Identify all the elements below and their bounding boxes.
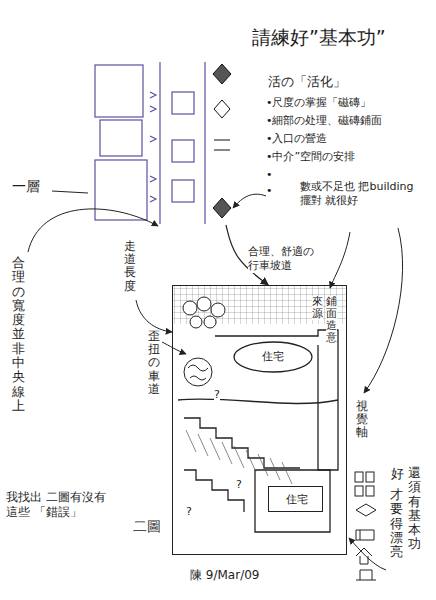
note: 陳 9/Mar/09: [190, 568, 259, 583]
vertical-note: 鋪面造意: [326, 296, 337, 344]
sketch-stroke: [184, 418, 300, 468]
sketch-stroke: [150, 92, 156, 202]
sketch-stroke: [186, 430, 292, 484]
sketch-stroke: [172, 140, 194, 162]
sketch-stroke: [349, 538, 386, 570]
sketch-stroke: [186, 430, 196, 452]
sketch-stroke: [183, 301, 197, 315]
sketch-stroke: [213, 64, 231, 218]
vertical-note: 才要得漂亮: [390, 488, 403, 559]
sketch-stroke: [198, 434, 208, 456]
sketch-stroke: [330, 232, 350, 288]
note: •細部の处理、磁磚鋪面: [266, 114, 383, 128]
sketch-stroke: [95, 65, 143, 117]
note: •尺度の掌握「磁磚」: [266, 96, 372, 110]
plan-region: 一層: [90, 60, 250, 225]
sketch-stroke: [190, 316, 202, 328]
oval-outline: [234, 342, 312, 372]
sketch-stroke: [213, 64, 231, 84]
vertical-note: 合理の寬度並非中央線上: [12, 256, 25, 413]
sketch-stroke: [355, 486, 363, 496]
note: ?: [236, 478, 242, 492]
sketch-stroke: [184, 470, 244, 512]
sketch-stroke: [211, 303, 225, 317]
sketch-stroke: [28, 194, 403, 570]
sketch-stroke: [95, 160, 147, 220]
sketch-stroke: [214, 100, 230, 118]
node-label: 二圖: [133, 518, 161, 536]
sketch-stroke: [183, 297, 225, 386]
sketch-stroke: [184, 358, 212, 386]
edge-label: 合理、舒適の行車坡道: [248, 245, 314, 273]
note: 數或不足也 把building擺對 就很好: [300, 180, 424, 208]
note: •中介”空間の安排: [266, 150, 355, 164]
sketch-stroke: [162, 342, 186, 354]
sketch-stroke: [28, 209, 158, 252]
plan-region: 二圖住宅住宅: [172, 285, 347, 555]
sketch-stroke: [355, 472, 363, 482]
sketch-stroke: [95, 62, 205, 224]
sketch-stroke: [172, 180, 194, 202]
sketch-stroke: [258, 454, 268, 476]
vertical-note: 歪扭の車道: [148, 330, 160, 396]
vertical-note: 視覺軸: [356, 400, 368, 440]
sketch-stroke: [159, 62, 160, 224]
title: 請練好”基本功”: [252, 26, 386, 50]
sketch-stroke: [355, 472, 376, 580]
vertical-note: 走道長度: [124, 240, 136, 293]
sketch-stroke: [222, 442, 232, 464]
sketch-stroke: [214, 140, 230, 150]
node-label: 住宅: [286, 493, 308, 507]
sketch-stroke: [136, 300, 172, 332]
vertical-note: 還須有基本功: [408, 466, 421, 552]
note: 活の「活化」: [268, 74, 346, 90]
sketch-stroke: [234, 446, 244, 468]
sketch-stroke: [270, 458, 280, 480]
note: 好: [391, 466, 404, 482]
sketch-stroke: [356, 548, 372, 564]
note: •: [266, 184, 273, 198]
sketch-stroke: [178, 399, 338, 404]
note: 我找出 二圖有沒有這些 「錯誤」: [6, 490, 116, 520]
note: •入口の營造: [266, 132, 328, 146]
vertical-note: 來源: [312, 296, 323, 320]
sketch-stroke: [356, 504, 376, 516]
note: ?: [214, 388, 220, 402]
sketch-stroke: [366, 486, 374, 496]
sketch-stroke: [255, 470, 330, 532]
sketch-stroke: [188, 365, 208, 380]
sketch-stroke: [172, 92, 194, 114]
sketch-stroke: [246, 450, 256, 472]
sketch-stroke: [52, 191, 88, 193]
sketch-stroke: [100, 120, 142, 156]
sketch-stroke: [364, 228, 403, 393]
building-box: 住宅: [268, 486, 323, 512]
sketch-stroke: [356, 530, 374, 540]
node-label: 住宅: [262, 350, 284, 364]
node-label: 一層: [12, 178, 40, 196]
sketch-stroke: [204, 316, 216, 328]
sketch-stroke: [356, 570, 376, 580]
sketch-stroke: [282, 462, 292, 484]
sketch-stroke: [213, 198, 231, 218]
sketch-stroke: [197, 297, 211, 311]
sketch-stroke: [210, 438, 220, 460]
sketch-stroke: [204, 62, 205, 224]
note: ?: [186, 505, 192, 519]
note: •: [266, 168, 273, 182]
sketch-stroke: [178, 330, 338, 532]
building-box: 住宅: [233, 341, 313, 373]
sketch-stroke: [233, 194, 266, 208]
sketch-stroke: [366, 472, 374, 482]
